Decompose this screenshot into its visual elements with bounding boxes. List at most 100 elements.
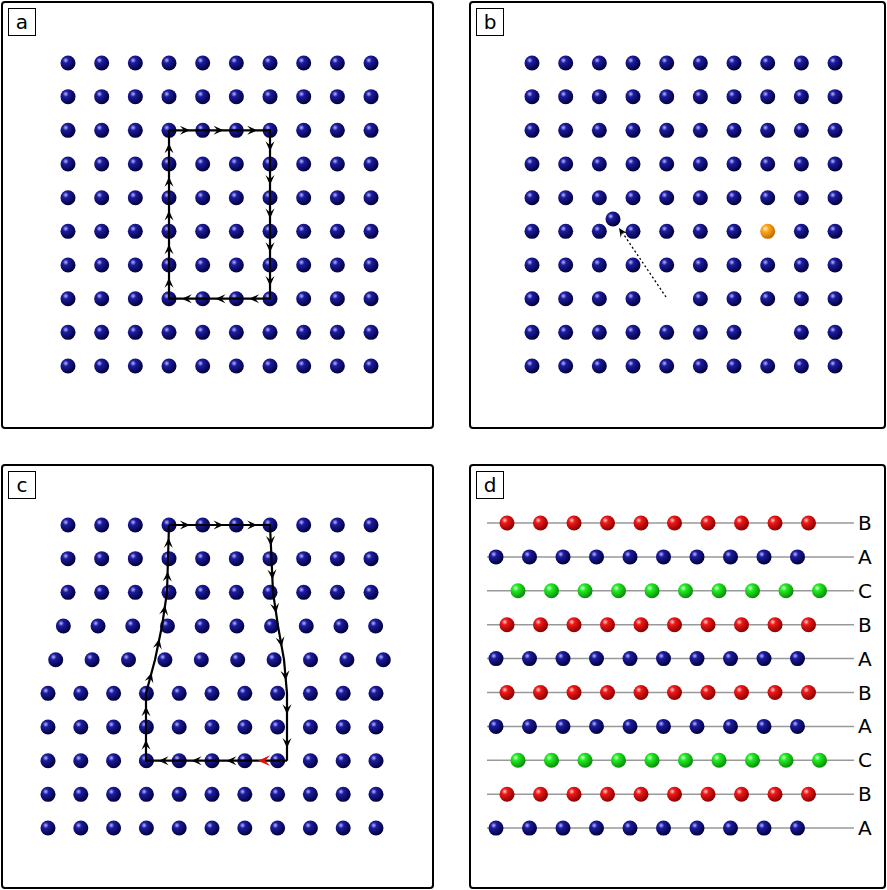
atom: [162, 325, 177, 340]
panel-label-box: a: [8, 8, 36, 36]
atom: [237, 821, 252, 836]
atom: [828, 89, 843, 104]
atom: [757, 651, 772, 666]
atom: [369, 787, 384, 802]
atom: [296, 224, 311, 239]
layer-letter: B: [857, 784, 873, 804]
atom: [229, 585, 244, 600]
atom: [701, 787, 716, 802]
atom: [364, 157, 379, 172]
panel-letter: b: [484, 12, 497, 32]
atom: [659, 224, 674, 239]
atom-group: [489, 821, 806, 836]
atom: [195, 325, 210, 340]
arrow-head: [619, 228, 627, 238]
atom: [162, 56, 177, 71]
atom: [567, 787, 582, 802]
atom: [303, 753, 318, 768]
arrow-head: [226, 756, 236, 765]
atom: [94, 585, 109, 600]
atom: [195, 190, 210, 205]
atom: [760, 359, 775, 374]
atom: [712, 753, 727, 768]
atom: [270, 686, 285, 701]
arrow-head: [280, 670, 289, 680]
atom: [656, 651, 671, 666]
circuit-line: [169, 525, 287, 761]
atom-group: [489, 549, 806, 564]
atom: [623, 719, 638, 734]
atom: [760, 224, 775, 239]
atom: [229, 619, 244, 634]
arrow-head: [283, 704, 292, 714]
atom: [790, 651, 805, 666]
atom: [558, 89, 573, 104]
atom: [263, 359, 278, 374]
atom: [589, 549, 604, 564]
atom: [364, 224, 379, 239]
atom: [500, 787, 515, 802]
atom: [794, 123, 809, 138]
circuit-line: [169, 130, 270, 298]
atom: [533, 685, 548, 700]
atom: [626, 359, 641, 374]
circuit-line: [146, 525, 287, 761]
atom: [779, 583, 794, 598]
atom: [779, 753, 794, 768]
atom: [237, 686, 252, 701]
atom: [589, 719, 604, 734]
atom: [522, 651, 537, 666]
atom: [195, 56, 210, 71]
atom: [693, 359, 708, 374]
atom: [667, 617, 682, 632]
atom: [511, 753, 526, 768]
atom: [525, 56, 540, 71]
atom: [94, 359, 109, 374]
atom: [336, 821, 351, 836]
atom: [229, 258, 244, 273]
atom: [828, 258, 843, 273]
atom: [828, 123, 843, 138]
atom: [128, 89, 143, 104]
atom: [656, 549, 671, 564]
atom: [690, 821, 705, 836]
atom: [157, 652, 172, 667]
atom: [533, 617, 548, 632]
atom: [592, 359, 607, 374]
atom: [41, 753, 56, 768]
atom: [659, 89, 674, 104]
atom: [727, 291, 742, 306]
atom: [727, 56, 742, 71]
atom: [296, 551, 311, 566]
atom: [229, 56, 244, 71]
atom: [263, 551, 278, 566]
atom-group: [606, 212, 621, 227]
atom: [558, 56, 573, 71]
atom: [626, 291, 641, 306]
atom: [592, 258, 607, 273]
arrow-head: [164, 538, 173, 548]
atom: [330, 518, 345, 533]
arrow-head: [266, 141, 275, 151]
atom: [626, 56, 641, 71]
layer-letter: B: [857, 513, 873, 533]
panel-letter: d: [484, 475, 497, 495]
atom: [592, 157, 607, 172]
atom: [544, 753, 559, 768]
atom: [522, 719, 537, 734]
atom: [790, 549, 805, 564]
atom: [128, 585, 143, 600]
atom: [229, 89, 244, 104]
atom: [229, 224, 244, 239]
atom: [745, 583, 760, 598]
atom: [303, 652, 318, 667]
atom: [106, 821, 121, 836]
atom: [693, 258, 708, 273]
atom: [801, 617, 816, 632]
atom: [205, 720, 220, 735]
atom-group: [489, 719, 806, 734]
atom: [723, 719, 738, 734]
atom: [693, 190, 708, 205]
arrow-head: [165, 177, 174, 187]
atom: [623, 821, 638, 836]
